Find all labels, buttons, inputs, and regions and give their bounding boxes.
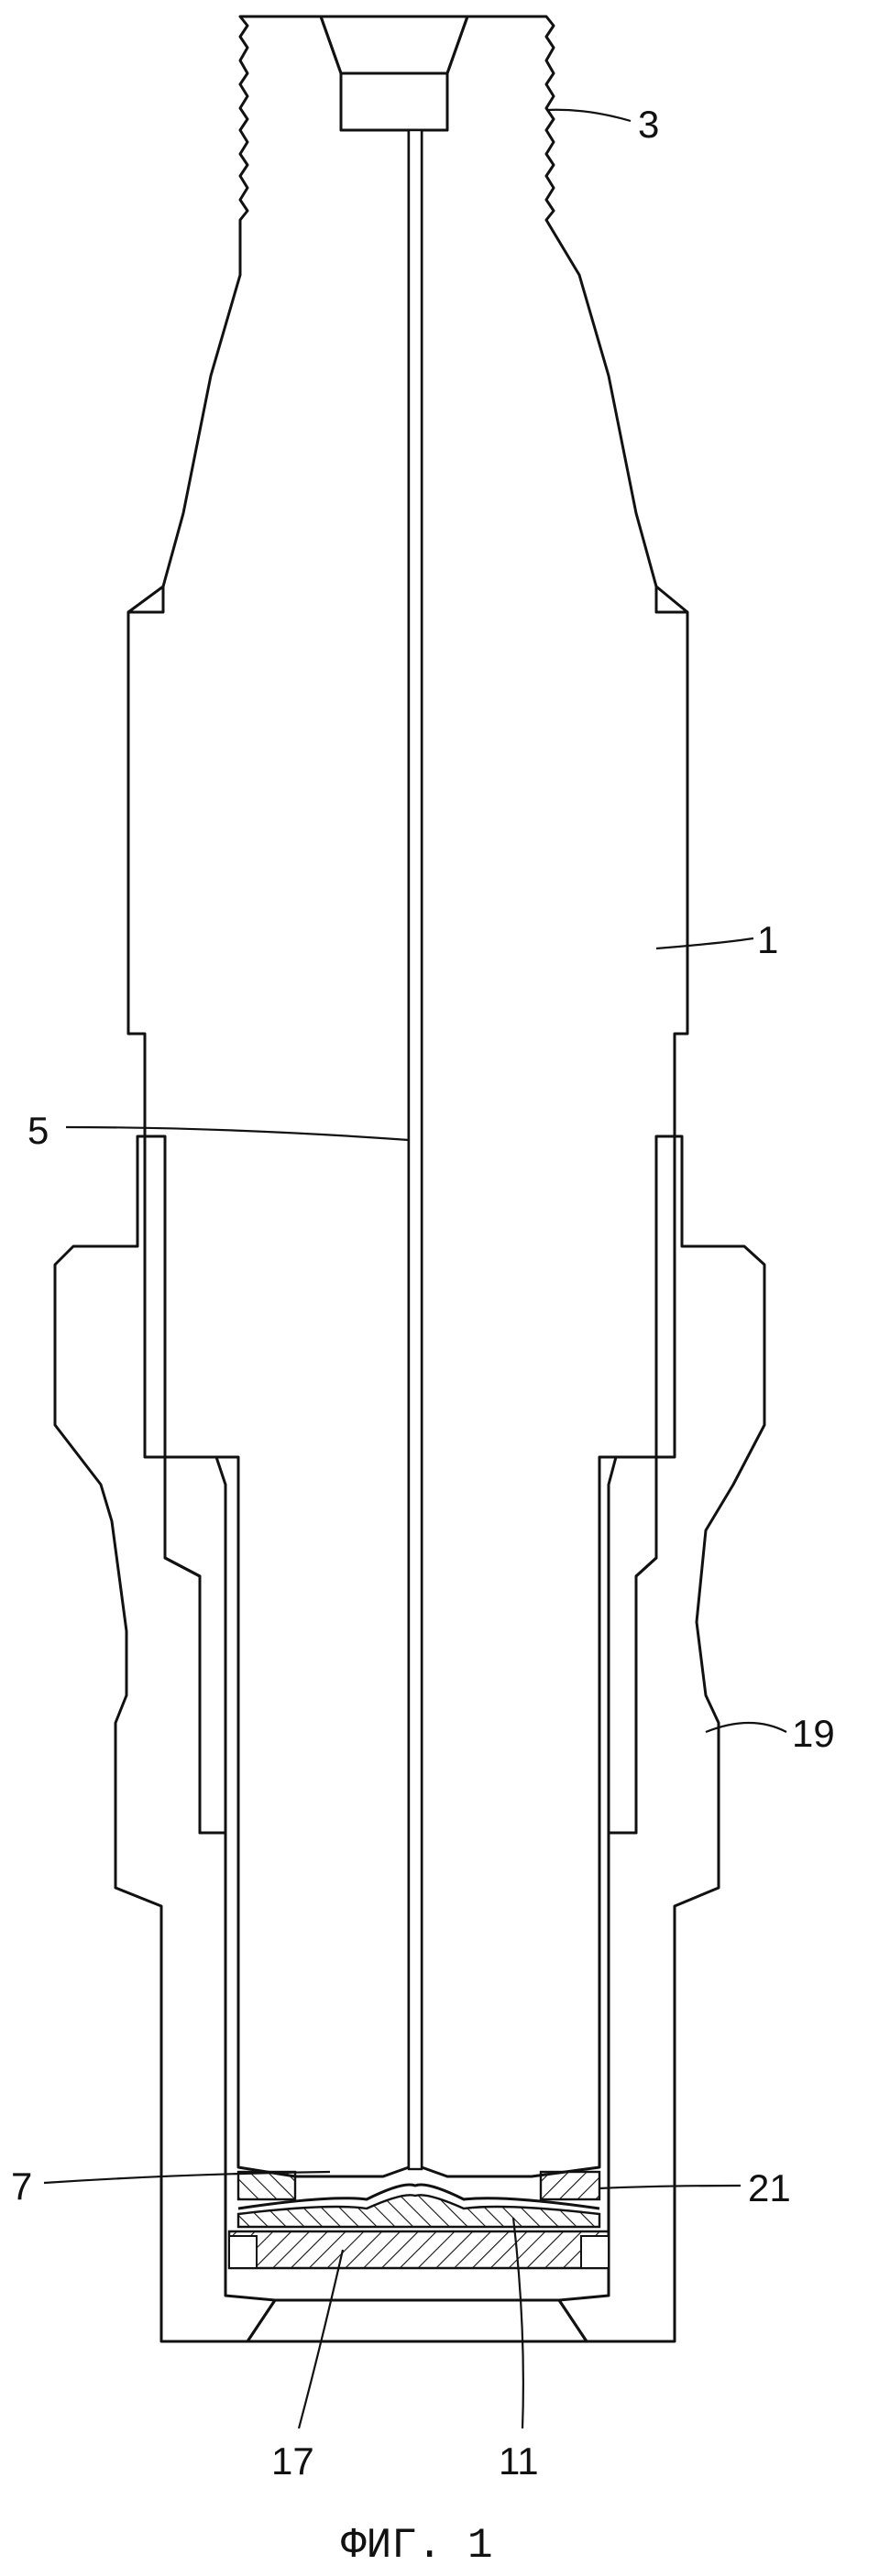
sensor-stack: [229, 2172, 609, 2268]
label-5: 5: [27, 1109, 49, 1152]
central-bore: [409, 130, 422, 2169]
base-plate-left-step: [229, 2236, 257, 2268]
label-1: 1: [757, 918, 778, 961]
bottom-opening: [247, 2300, 587, 2341]
leader-17: [299, 2250, 343, 2428]
leader-21: [599, 2186, 741, 2188]
seal-ring-left: [238, 2172, 295, 2199]
sleeve-right-pocket: [609, 1457, 656, 1833]
label-17: 17: [271, 2439, 314, 2483]
base-plate-right-step: [581, 2236, 609, 2268]
base-plate: [229, 2231, 609, 2268]
label-19: 19: [792, 1712, 835, 1755]
central-body: [128, 16, 687, 2176]
sleeve-left-pocket: [165, 1457, 225, 1833]
body-left-half: [128, 16, 409, 2176]
label-11: 11: [499, 2439, 539, 2483]
seal-ring-right: [541, 2172, 599, 2199]
label-7: 7: [11, 2165, 32, 2208]
leader-5: [66, 1127, 409, 1140]
label-21: 21: [748, 2166, 791, 2209]
body-right-half: [422, 16, 687, 2176]
sleeve-right: [559, 1136, 764, 2341]
label-3: 3: [638, 103, 659, 146]
leader-3: [546, 110, 631, 121]
figure-caption: ФИГ. 1: [341, 2522, 493, 2570]
leader-1: [656, 938, 753, 948]
